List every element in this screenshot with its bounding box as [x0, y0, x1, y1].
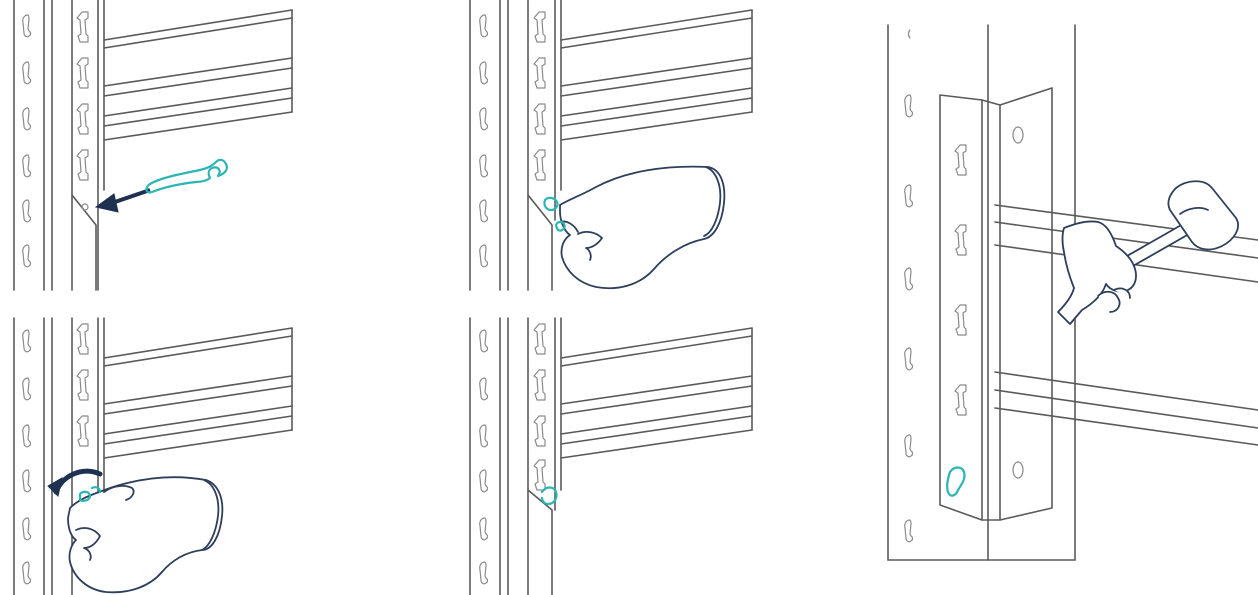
safety-clip-icon	[947, 468, 964, 496]
panel-step-5	[888, 25, 1258, 560]
rotate-arrow-icon	[48, 471, 100, 496]
hand-rotating-clip-icon	[68, 477, 222, 592]
hand-holding-mallet-icon	[1058, 221, 1136, 324]
hand-pushing-clip-icon	[560, 167, 724, 289]
panel-step-2	[470, 0, 752, 290]
mallet-icon	[1120, 181, 1238, 270]
panel-step-4	[470, 318, 752, 595]
insert-arrow-icon	[96, 190, 150, 212]
panel-step-1	[14, 0, 292, 290]
panel-step-3	[14, 318, 292, 595]
clip-icon	[146, 160, 227, 193]
